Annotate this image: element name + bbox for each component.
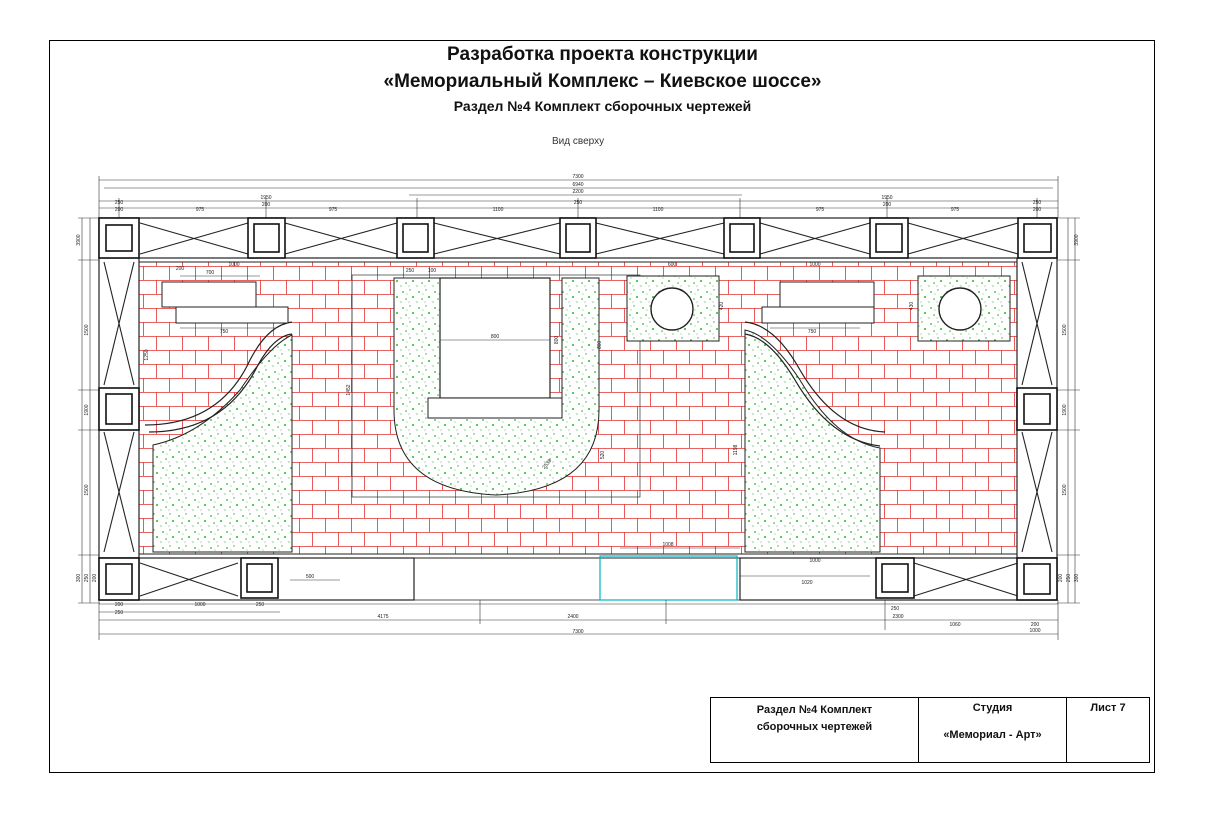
dim-label: 1100	[493, 207, 504, 213]
dim-label: 1000	[228, 262, 239, 268]
project-title: Разработка проекта конструкции	[447, 44, 758, 65]
inner-dimension-lines	[180, 275, 870, 581]
view-label: Вид сверху	[552, 136, 605, 147]
dim-label: 2300	[892, 614, 903, 620]
dim-label: 975	[329, 207, 338, 213]
dim-label: 500	[306, 574, 315, 580]
dim-label: 250	[115, 610, 124, 616]
dim-label: 1250	[144, 349, 150, 360]
dimension-labels-bottom: 4175 2400 7300 1000 250 200 250 1060 230…	[115, 542, 1041, 635]
dim-label: 250	[574, 200, 583, 206]
dim-label: 1900	[1062, 404, 1068, 415]
dim-label: 3900	[1074, 234, 1080, 245]
dim-label: 200	[176, 266, 185, 272]
dim-label: 430	[909, 302, 915, 311]
dim-label: 1950	[881, 195, 892, 201]
title-block: Раздел №4 Комплект сборочных чертежей Ст…	[710, 697, 1150, 763]
dimension-labels-right: 3900 1500 1900 1500 300 250 200	[1058, 234, 1080, 582]
dim-label: 1452	[346, 384, 352, 395]
dim-label: 4175	[377, 614, 388, 620]
curved-border-left	[144, 321, 293, 426]
grass-u-shape	[393, 277, 600, 496]
dim-label: 800	[491, 334, 500, 340]
dim-label: 250	[891, 606, 900, 612]
dim-label: 1100	[653, 207, 664, 213]
dim-label: 1020	[801, 580, 812, 586]
section-line-2: сборочных чертежей	[756, 721, 873, 733]
dim-label: 7300	[572, 629, 583, 635]
dim-label: 200	[1031, 622, 1040, 628]
drawing-sheet-frame	[49, 40, 1155, 773]
dim-label: 1000	[194, 602, 205, 608]
dim-label: 250	[115, 200, 124, 206]
dim-label: 6940	[572, 182, 583, 188]
dim-label: 975	[196, 207, 205, 213]
dim-label: 1950	[260, 195, 271, 201]
dim-label: 250	[1033, 200, 1042, 206]
dim-label: 1000	[1029, 628, 1040, 634]
dim-label: 1198	[733, 444, 739, 455]
dimension-labels-left: 3900 1500 1900 1500 300 250 200	[76, 234, 98, 582]
dim-label: 2200	[572, 189, 583, 195]
grass-bed-right	[744, 329, 881, 553]
dim-label: 200	[883, 202, 892, 208]
dim-label: 700	[206, 270, 215, 276]
title-block-studio: Студия «Мемориал - Арт»	[919, 698, 1067, 762]
dim-label: 1500	[1062, 484, 1068, 495]
dim-label: 600	[668, 262, 677, 268]
dim-label: 200	[1058, 574, 1064, 583]
dim-label: 1000	[809, 558, 820, 564]
dim-label: 975	[816, 207, 825, 213]
dim-label: 520	[600, 451, 606, 460]
dimension-lines-bottom	[98, 600, 1059, 640]
dim-label: 200	[115, 602, 124, 608]
inner-dimension-labels: 700 750 750 800 800 1000 1452 520 600 42…	[144, 262, 915, 564]
dim-label: 250	[1066, 574, 1072, 583]
dim-label: 975	[951, 207, 960, 213]
bench-right	[779, 281, 875, 308]
dim-label: 200	[92, 574, 98, 583]
dim-label: 1000	[809, 262, 820, 268]
dimension-lines-top	[98, 176, 1059, 218]
gate-cyan	[599, 555, 738, 601]
sheet-number: Лист 7	[1090, 702, 1126, 714]
dim-label: 300	[76, 574, 82, 583]
title-block-sheet: Лист 7	[1067, 698, 1149, 762]
dim-label: 1500	[84, 324, 90, 335]
dim-label: 1500	[1062, 324, 1068, 335]
dim-label: 3900	[76, 234, 82, 245]
dim-label: 420	[719, 302, 725, 311]
section-title: Раздел №4 Комплект сборочных чертежей	[453, 98, 752, 114]
dim-label: 800	[554, 336, 560, 345]
title-block-section: Раздел №4 Комплект сборочных чертежей	[711, 698, 919, 762]
dim-label: 250	[406, 268, 415, 274]
bench-left	[161, 281, 257, 308]
dim-label: 100	[428, 268, 437, 274]
dimension-lines-sides	[78, 217, 1080, 604]
dim-label: 1060	[949, 622, 960, 628]
dim-label: 1008	[662, 542, 673, 548]
dim-label: 200	[262, 202, 271, 208]
project-subtitle: «Мемориальный Комплекс – Киевское шоссе»	[383, 71, 822, 92]
section-line-1: Раздел №4 Комплект	[756, 704, 873, 716]
dim-label: 250	[256, 602, 265, 608]
dim-label: 250	[84, 574, 90, 583]
dim-label: 2400	[567, 614, 578, 620]
fence-posts	[98, 217, 1058, 601]
dim-label: 7300	[572, 174, 583, 180]
dim-label: 1500	[84, 484, 90, 495]
dim-label: 1900	[84, 404, 90, 415]
dim-label: 2538	[541, 458, 553, 471]
dim-label: 750	[220, 329, 229, 335]
dim-label: 200	[1033, 207, 1042, 213]
dim-label: 750	[808, 329, 817, 335]
grass-bed-left	[152, 334, 293, 553]
studio-label: Студия	[972, 702, 1013, 714]
dim-label: 300	[1074, 574, 1080, 583]
dim-label: 200	[115, 207, 124, 213]
dim-label: 600	[597, 341, 603, 350]
studio-name: «Мемориал - Арт»	[943, 729, 1042, 741]
dimension-labels-top: 7300 6940 2200 1950 1950 975 975 1100 11…	[115, 174, 1042, 213]
